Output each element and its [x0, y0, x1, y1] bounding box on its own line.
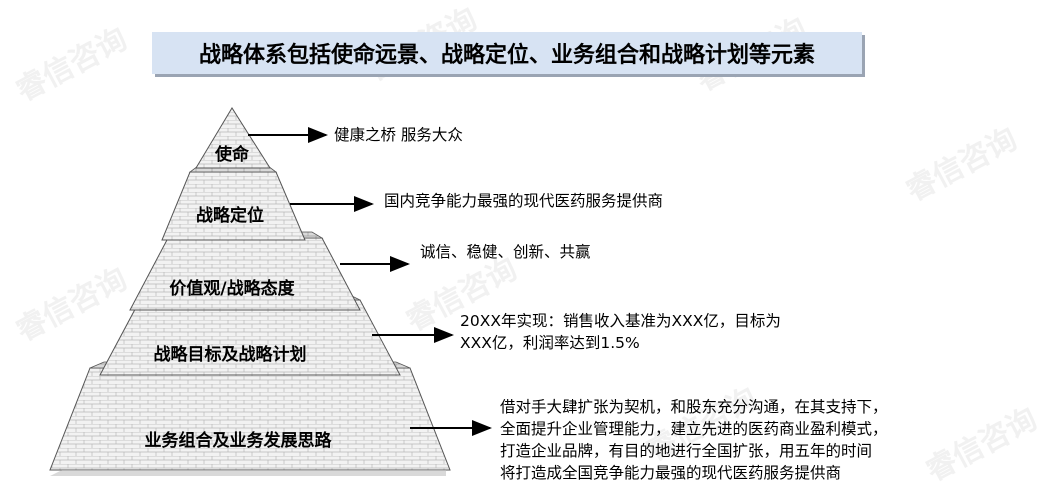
- layer-2-label: 战略定位: [196, 205, 264, 226]
- layer-5-label: 业务组合及业务发展思路: [145, 430, 333, 451]
- pyramid-layer-5: 业务组合及业务发展思路: [49, 361, 451, 476]
- layer-4-description: 20XX年实现：销售收入基准为XXX亿，目标为 XXX亿，利润率达到1.5%: [460, 312, 781, 352]
- layer-3-label: 价值观/战略态度: [169, 278, 295, 299]
- layer-2-description: 国内竞争能力最强的现代医药服务提供商: [384, 192, 664, 210]
- layer-4-label: 战略目标及战略计划: [154, 344, 307, 365]
- pyramid-layer-3: 价值观/战略态度: [129, 231, 361, 311]
- page-title: 战略体系包括使命远景、战略定位、业务组合和战略计划等元素: [152, 32, 862, 74]
- pyramid-layer-2: 战略定位: [161, 165, 306, 241]
- page-title-text: 战略体系包括使命远景、战略定位、业务组合和战略计划等元素: [198, 43, 815, 68]
- layer-5-description: 借对手大肆扩张为契机，和股东充分沟通，在其支持下， 全面提升企业管理能力，建立先…: [500, 398, 888, 482]
- layer-1-label: 使命: [214, 144, 250, 165]
- pyramid-layer-1: 使命: [195, 107, 271, 169]
- layer-1-description: 健康之桥 服务大众: [334, 126, 463, 144]
- layer-3-description: 诚信、稳健、创新、共赢: [420, 243, 591, 261]
